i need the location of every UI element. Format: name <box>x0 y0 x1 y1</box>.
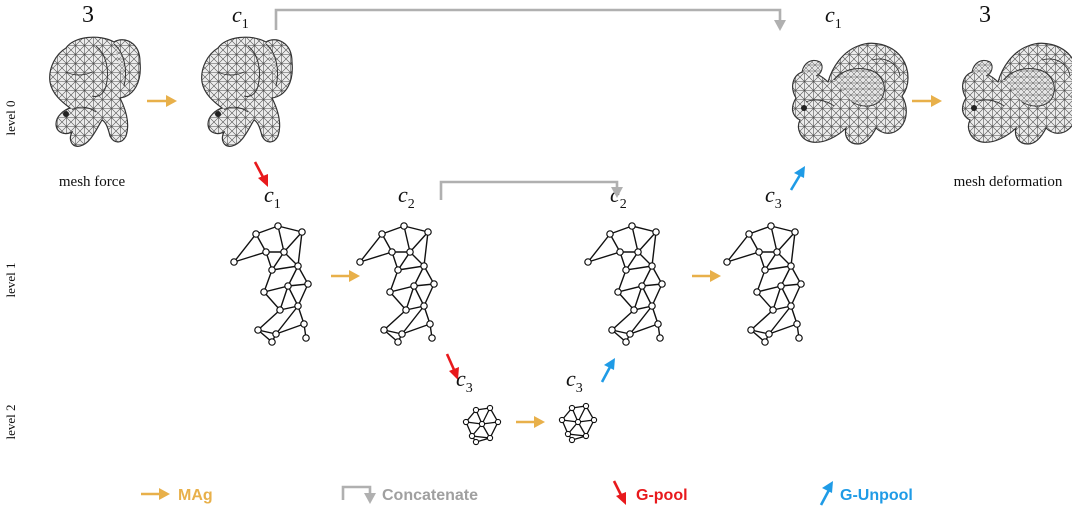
legend-concatenate-label: Concatenate <box>382 487 478 504</box>
legend: MAg Concatenate G-pool G-Unpool <box>141 480 913 506</box>
level-2-label: level 2 <box>3 404 18 439</box>
legend-gpool-item: G-pool <box>612 480 688 505</box>
legend-mag-item: MAg <box>141 487 213 504</box>
gunpool-arrow <box>789 166 805 191</box>
legend-gpool-label: G-pool <box>636 487 688 504</box>
c3-label-level2-encoder: c3 <box>456 366 473 396</box>
mesh-deformation-label: mesh deformation <box>954 174 1063 190</box>
concatenate-connector-level0 <box>274 8 786 31</box>
level1-encoder-graph-1 <box>230 222 312 346</box>
c1-label-level0-decoder: c1 <box>825 2 842 32</box>
mag-arrow <box>331 270 360 282</box>
level-1-label: level 1 <box>3 262 18 297</box>
legend-mag-arrow-icon <box>141 488 170 500</box>
legend-gpool-arrow-icon <box>612 480 626 505</box>
level0-decoder-mesh <box>791 42 909 145</box>
mag-arrow <box>912 95 942 107</box>
output-mesh <box>961 42 1072 145</box>
c3-label-level1: c3 <box>765 182 782 212</box>
legend-gunpool-label: G-Unpool <box>840 487 913 504</box>
mag-arrow <box>516 416 545 428</box>
mesh-force-label: mesh force <box>59 174 126 190</box>
level1-decoder-graph-2 <box>723 222 805 346</box>
c1-label-level0-encoder: c1 <box>232 2 249 32</box>
concatenate-connector-level1 <box>439 180 623 200</box>
gpool-arrow <box>445 353 459 380</box>
legend-gunpool-item: G-Unpool <box>819 481 913 506</box>
level1-encoder-graph-2 <box>356 222 438 346</box>
c2-label-level1-encoder: c2 <box>398 182 415 212</box>
input-mesh <box>49 36 141 147</box>
level0-encoder-mesh <box>201 36 293 147</box>
gpool-arrow <box>253 161 268 187</box>
legend-concatenate-icon <box>341 485 376 504</box>
legend-mag-label: MAg <box>178 487 213 504</box>
output-channel-label: 3 <box>979 2 991 28</box>
legend-gunpool-arrow-icon <box>819 481 833 506</box>
level1-decoder-graph-1 <box>584 222 666 346</box>
mag-arrow <box>692 270 721 282</box>
c2-label-level1-decoder: c2 <box>610 182 627 212</box>
c1-label-level1: c1 <box>264 182 281 212</box>
mag-arrow <box>147 95 177 107</box>
level-0-label: level 0 <box>3 100 18 135</box>
level2-graph-1 <box>462 404 502 446</box>
legend-concatenate-item: Concatenate <box>341 485 478 504</box>
gunpool-arrow <box>600 358 615 383</box>
input-channel-label: 3 <box>82 2 94 28</box>
c3-label-level2-decoder: c3 <box>566 366 583 396</box>
level2-graph-2 <box>558 402 598 444</box>
